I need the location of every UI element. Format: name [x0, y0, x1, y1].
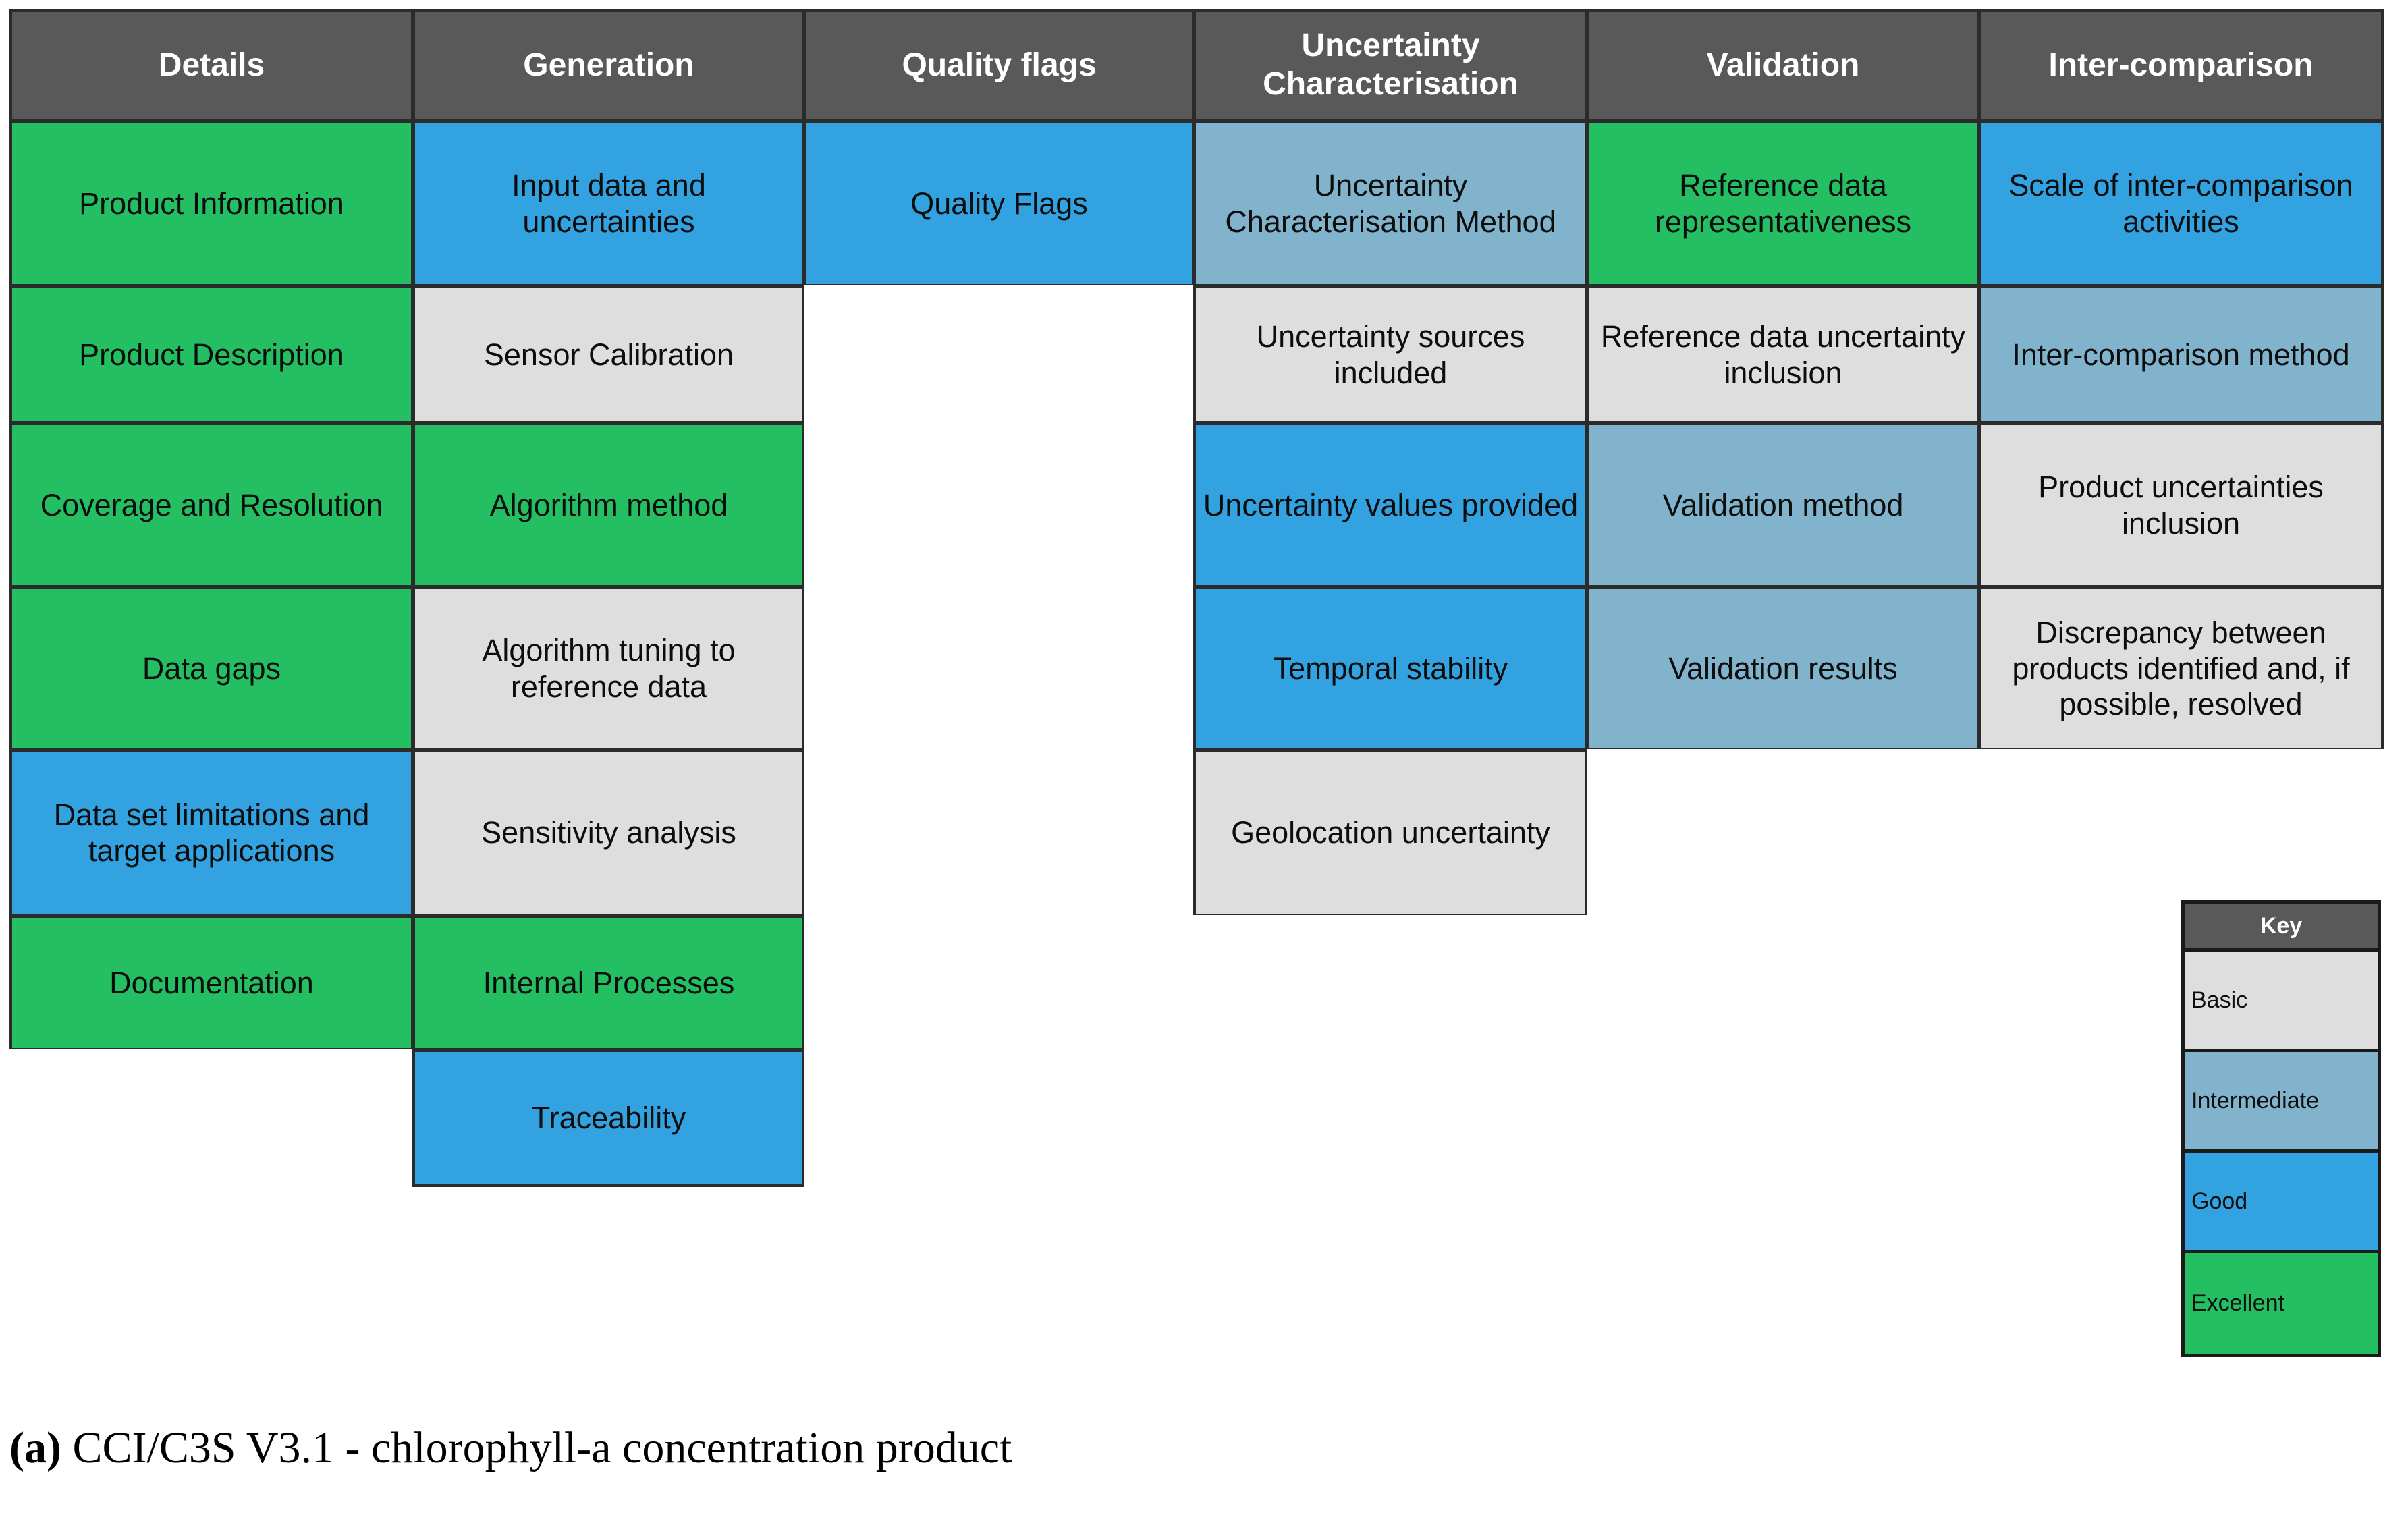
matrix-cell-empty [1193, 915, 1588, 1051]
matrix-cell: Validation results [1587, 586, 1979, 750]
matrix-cell: Reference data uncertainty inclusion [1587, 285, 1979, 424]
matrix-cell: Product Information [9, 120, 414, 287]
matrix-cell-empty [804, 1049, 1195, 1187]
matrix-cell: Inter-comparison method [1978, 285, 2384, 424]
matrix-cell: Temporal stability [1193, 586, 1588, 750]
matrix-cell: Data gaps [9, 586, 414, 750]
key-title: Key [2185, 904, 2378, 952]
column-header-inter-comparison: Inter-comparison [1978, 9, 2384, 121]
matrix-cell-empty [804, 749, 1195, 916]
matrix-cell-empty [1193, 1049, 1588, 1187]
matrix-cell: Uncertainty sources included [1193, 285, 1588, 424]
key-item-excellent: Excellent [2185, 1253, 2378, 1354]
matrix-cell: Coverage and Resolution [9, 422, 414, 588]
matrix-cell-empty [1587, 749, 1979, 916]
key-legend: Key Basic Intermediate Good Excellent [2181, 900, 2381, 1357]
column-header-quality-flags: Quality flags [804, 9, 1195, 121]
column-header-generation: Generation [412, 9, 805, 121]
matrix-cell: Algorithm tuning to reference data [412, 586, 805, 750]
matrix-cell: Uncertainty values provided [1193, 422, 1588, 588]
matrix-cell: Quality Flags [804, 120, 1195, 287]
matrix-cell: Validation method [1587, 422, 1979, 588]
figure-caption-label: (a) [9, 1423, 61, 1472]
matrix-cell: Scale of inter-comparison activities [1978, 120, 2384, 287]
column-header-details: Details [9, 9, 414, 121]
key-item-good: Good [2185, 1153, 2378, 1253]
matrix-cell-empty [9, 1049, 414, 1187]
matrix-cell: Geolocation uncertainty [1193, 749, 1588, 916]
column-header-validation: Validation [1587, 9, 1979, 121]
matrix-cell-empty [804, 422, 1195, 588]
matrix-cell-empty [804, 915, 1195, 1051]
matrix-cell-empty [1587, 1049, 1979, 1187]
matrix-cell: Reference data representativeness [1587, 120, 1979, 287]
matrix-cell: Discrepancy between products identified … [1978, 586, 2384, 750]
matrix-cell: Data set limitations and target applicat… [9, 749, 414, 916]
matrix-cell: Algorithm method [412, 422, 805, 588]
matrix-cell: Input data and uncertainties [412, 120, 805, 287]
matrix-cell: Sensitivity analysis [412, 749, 805, 916]
matrix-cell: Uncertainty Characterisation Method [1193, 120, 1588, 287]
matrix-cell-empty [1978, 749, 2384, 916]
matrix-cell: Documentation [9, 915, 414, 1051]
matrix-cell: Internal Processes [412, 915, 805, 1051]
matrix-cell: Sensor Calibration [412, 285, 805, 424]
column-header-uncertainty-characterisation: Uncertainty Characterisation [1193, 9, 1588, 121]
matrix-cell-empty [804, 285, 1195, 424]
matrix-cell: Traceability [412, 1049, 805, 1187]
matrix-cell: Product Description [9, 285, 414, 424]
key-item-intermediate: Intermediate [2185, 1052, 2378, 1153]
key-item-basic: Basic [2185, 952, 2378, 1052]
matrix-cell: Product uncertainties inclusion [1978, 422, 2384, 588]
figure-caption-text: CCI/C3S V3.1 - chlorophyll-a concentrati… [61, 1423, 1012, 1472]
figure-caption: (a) CCI/C3S V3.1 - chlorophyll-a concent… [9, 1423, 1012, 1474]
maturity-matrix: Details Generation Quality flags Uncerta… [9, 9, 2384, 1187]
matrix-cell-empty [1587, 915, 1979, 1051]
matrix-cell-empty [804, 586, 1195, 750]
